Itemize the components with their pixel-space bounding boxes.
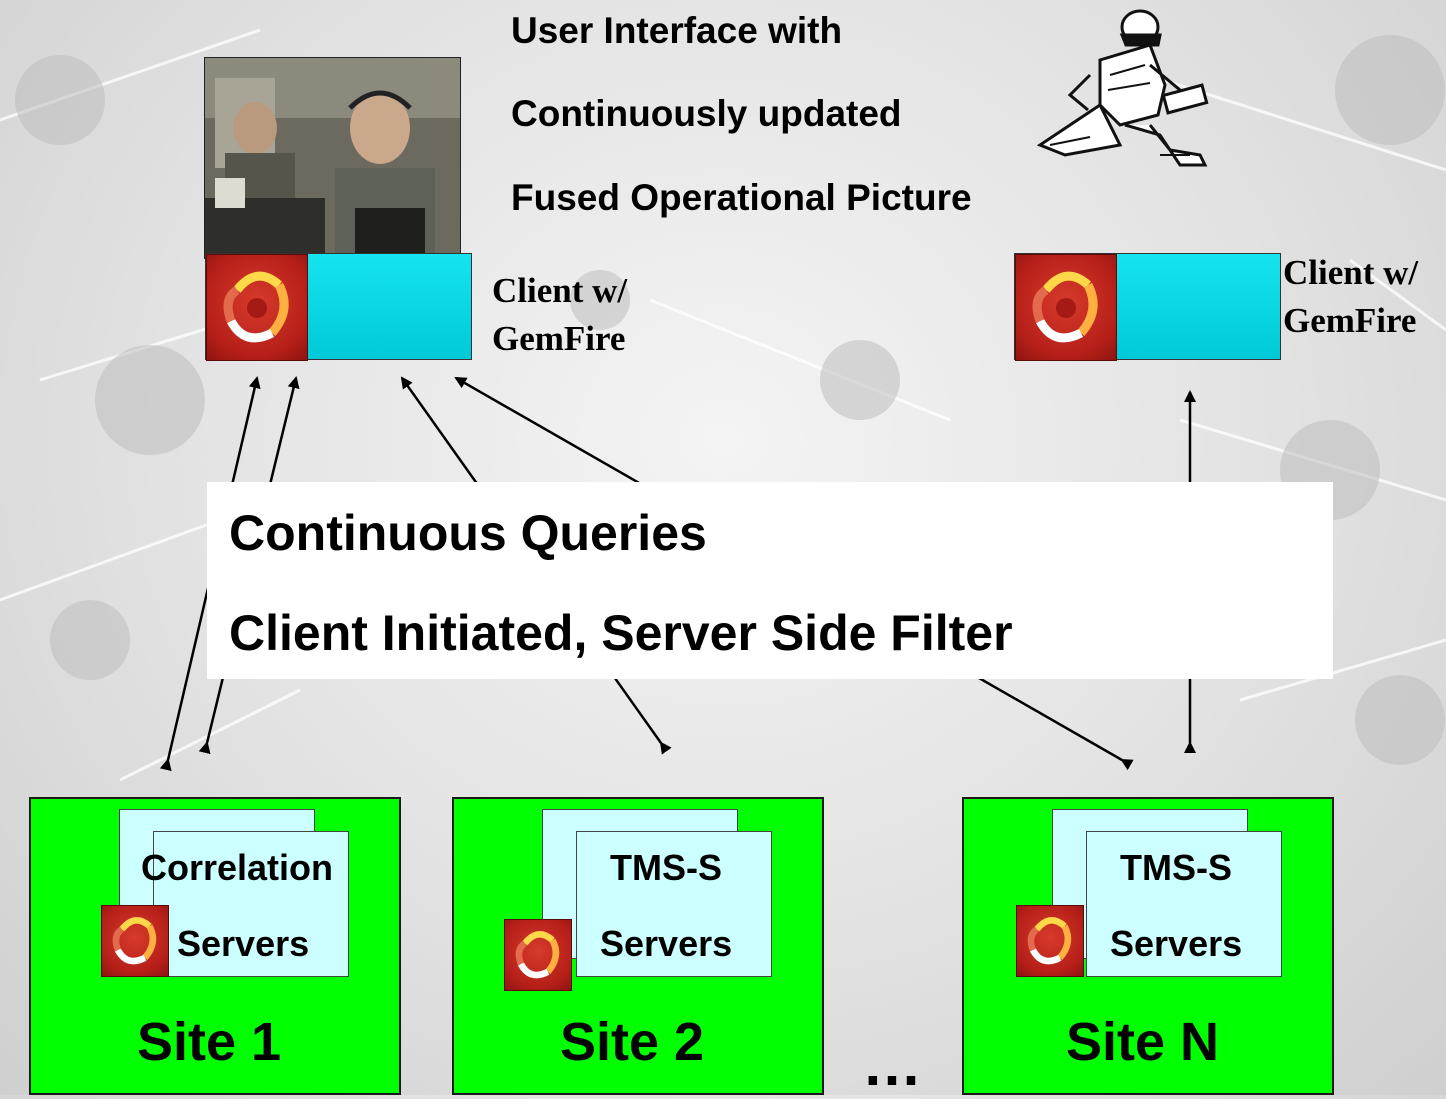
- site-1-server-line-2: Servers: [177, 923, 310, 964]
- client-2-label-line-2: GemFire: [1283, 301, 1417, 340]
- client-1-box: [205, 253, 472, 361]
- site-1-server-line-1: Correlation: [141, 847, 334, 888]
- server-card-front: [576, 831, 772, 977]
- site-n-label: Site N: [1066, 1012, 1220, 1072]
- operators-at-console-photo: [205, 58, 460, 258]
- server-card-front: [1086, 831, 1282, 977]
- site-n-box: TMS-S Servers Site N: [962, 797, 1334, 1095]
- site-2-label: Site 2: [560, 1012, 705, 1072]
- site-n-server-line-2: Servers: [1110, 923, 1243, 964]
- banner-line-2: Client Initiated, Server Side Filter: [229, 605, 1013, 661]
- header-line-1: User Interface with: [511, 10, 843, 51]
- continuous-queries-banner: Continuous Queries Client Initiated, Ser…: [207, 482, 1333, 679]
- client-1-label-line-2: GemFire: [492, 319, 626, 358]
- gemfire-logo-icon: [101, 905, 169, 977]
- banner-line-1: Continuous Queries: [229, 505, 707, 561]
- server-card-front: [153, 831, 349, 977]
- client-2-box: [1014, 253, 1281, 361]
- site-2-server-line-2: Servers: [600, 923, 733, 964]
- header-line-3: Fused Operational Picture: [511, 177, 972, 218]
- gemfire-logo-icon: [1016, 905, 1084, 977]
- client-1-label-line-1: Client w/: [492, 271, 628, 310]
- client-2-label-line-1: Client w/: [1283, 253, 1419, 292]
- gemfire-logo-icon: [504, 919, 572, 991]
- more-sites-ellipsis: …: [862, 1031, 924, 1098]
- kneeling-soldier-icon: [1036, 9, 1209, 167]
- gemfire-logo-icon: [206, 254, 308, 361]
- operators-photo: [204, 57, 461, 259]
- gemfire-logo-icon: [1015, 254, 1117, 361]
- site-2-server-line-1: TMS-S: [610, 847, 722, 888]
- site-n-server-line-1: TMS-S: [1120, 847, 1232, 888]
- site-2-box: TMS-S Servers Site 2: [452, 797, 824, 1095]
- site-1-label: Site 1: [137, 1012, 282, 1072]
- header-line-2: Continuously updated: [511, 93, 902, 134]
- site-1-box: Correlation Servers Site 1: [29, 797, 401, 1095]
